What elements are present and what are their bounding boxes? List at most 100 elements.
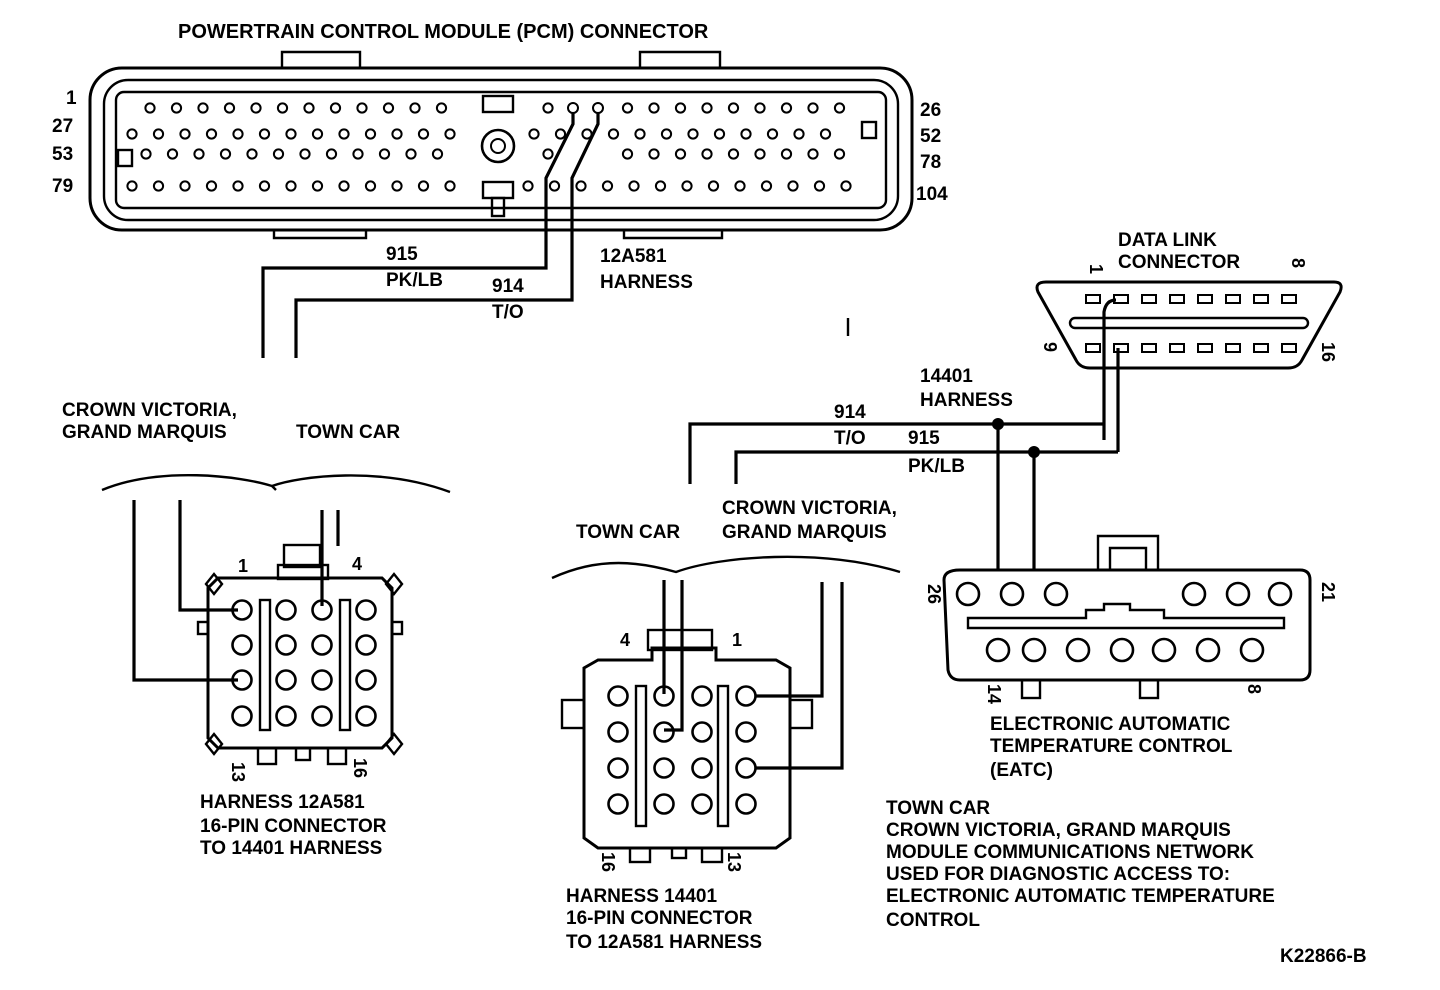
pcm-pin — [126, 180, 138, 192]
eatc-pin — [1021, 637, 1047, 663]
pcm-inner-shell — [102, 78, 900, 222]
pcm-pin — [621, 148, 634, 160]
middle-connector-pin — [691, 721, 713, 743]
dlc-pin — [1281, 294, 1297, 304]
pcm-pin — [311, 128, 324, 140]
eatc-pin — [1195, 637, 1221, 663]
left-connector-pin — [355, 705, 377, 727]
pcm-pin — [352, 148, 364, 160]
note-line3: MODULE COMMUNICATIONS NETWORK — [886, 842, 1254, 863]
pcm-wires: 915 PK/LB 914 T/O 12A581 HARNESS — [261, 102, 850, 358]
pcm-pin — [179, 128, 191, 140]
pcm-pin — [607, 128, 620, 140]
dlc-pin — [1141, 294, 1157, 304]
middle-label-cv-line2: GRAND MARQUIS — [722, 522, 887, 543]
pcm-pin — [272, 148, 285, 160]
pcm-center-bolt-inner — [490, 138, 506, 154]
pcm-pin-label-26: 26 — [920, 100, 941, 121]
middle-pin-num-13: 13 — [724, 852, 744, 872]
dlc-pin — [1281, 343, 1297, 353]
pcm-side-key-right — [860, 120, 878, 140]
pcm-pin-label-79: 79 — [52, 176, 73, 197]
left-connector-pin — [275, 669, 297, 691]
pcm-pin — [205, 180, 218, 192]
pcm-pin — [787, 180, 799, 192]
eatc-pin-num-21: 21 — [1318, 582, 1338, 602]
dlc-pin — [1169, 343, 1185, 353]
figure-id: K22866-B — [1280, 946, 1367, 967]
middle-pin-num-4: 4 — [620, 630, 630, 650]
pcm-pin — [674, 148, 687, 160]
pcm-pin — [542, 148, 554, 160]
eatc-latch-inner — [1108, 546, 1148, 570]
pcm-pin — [405, 148, 417, 160]
dlc-pin — [1113, 294, 1129, 304]
pcm-pin-label-27: 27 — [52, 116, 73, 137]
left-foot-2 — [294, 746, 312, 762]
middle-connector-pin — [607, 685, 629, 707]
pcm-pin — [674, 102, 687, 114]
eatc-pin — [999, 581, 1025, 607]
pcm-pin — [431, 148, 444, 160]
pcm-pin — [417, 128, 430, 140]
pcm-pin — [232, 128, 244, 140]
left-connector-latch — [282, 543, 322, 569]
middle-wire-cv-2 — [756, 582, 844, 770]
pcm-pin — [258, 180, 271, 192]
middle-pin-num-16: 16 — [598, 852, 618, 872]
middle-connector-pin — [607, 793, 629, 815]
dlc-wire-914 — [1102, 298, 1117, 440]
dlc-pin — [1225, 294, 1241, 304]
left-connector-pin — [311, 669, 333, 691]
pcm-pin — [807, 148, 819, 160]
left-caption-line2: 16-PIN CONNECTOR — [200, 816, 387, 837]
left-connector-pin — [275, 705, 297, 727]
pcm-pin — [760, 180, 773, 192]
pcm-pin — [338, 128, 350, 140]
middle-connector-pin — [691, 793, 713, 815]
pcm-pin — [554, 128, 567, 140]
eatc-pin — [1065, 637, 1091, 663]
pcm-pin — [734, 180, 746, 192]
middle-16pin-connector: TOWN CAR CROWN VICTORIA, GRAND MARQUIS 4… — [551, 498, 901, 953]
left-connector-pin — [311, 634, 333, 656]
dlc-pin — [1085, 294, 1101, 304]
middle-pin-grid — [607, 685, 757, 815]
pcm-pin — [303, 102, 315, 114]
dlc-pin — [1169, 294, 1185, 304]
pcm-pin — [232, 180, 244, 192]
pcm-pin — [628, 180, 640, 192]
pcm-pin — [780, 148, 793, 160]
middle-foot-2 — [670, 846, 688, 860]
middle-connector-pin — [653, 793, 675, 815]
left-connector-pin — [311, 705, 333, 727]
pcm-pin — [648, 102, 660, 114]
eatc-pin — [1043, 581, 1069, 607]
harness-wire-915-color: PK/LB — [908, 456, 965, 477]
middle-slot-2 — [716, 684, 730, 828]
pcm-pin — [152, 180, 165, 192]
harness-wire-914-color: T/O — [834, 428, 866, 449]
pcm-pin — [548, 180, 561, 192]
note-line1: TOWN CAR — [886, 798, 990, 819]
left-connector-pin — [231, 634, 253, 656]
harness-wire-915-number: 915 — [908, 428, 940, 449]
pcm-pin-label-53: 53 — [52, 144, 73, 165]
dlc-pin — [1141, 343, 1157, 353]
eatc-pin-num-14: 14 — [984, 684, 1004, 704]
left-connector-latch-base — [276, 563, 330, 581]
dlc-title-line1: DATA LINK — [1118, 230, 1217, 251]
left-corner-tab-br — [384, 732, 404, 756]
pcm-pin — [727, 102, 740, 114]
left-slot-1 — [258, 598, 272, 732]
pcm-pin — [766, 128, 779, 140]
eatc-label-line3: (EATC) — [990, 760, 1053, 781]
pcm-harness-label: HARNESS — [600, 272, 693, 293]
wire-914-pcm — [294, 110, 600, 358]
eatc-foot-2 — [1138, 678, 1160, 700]
pcm-pin — [409, 102, 421, 114]
pcm-pin — [621, 102, 634, 114]
pcm-pin — [311, 180, 324, 192]
dlc-pin — [1253, 294, 1269, 304]
